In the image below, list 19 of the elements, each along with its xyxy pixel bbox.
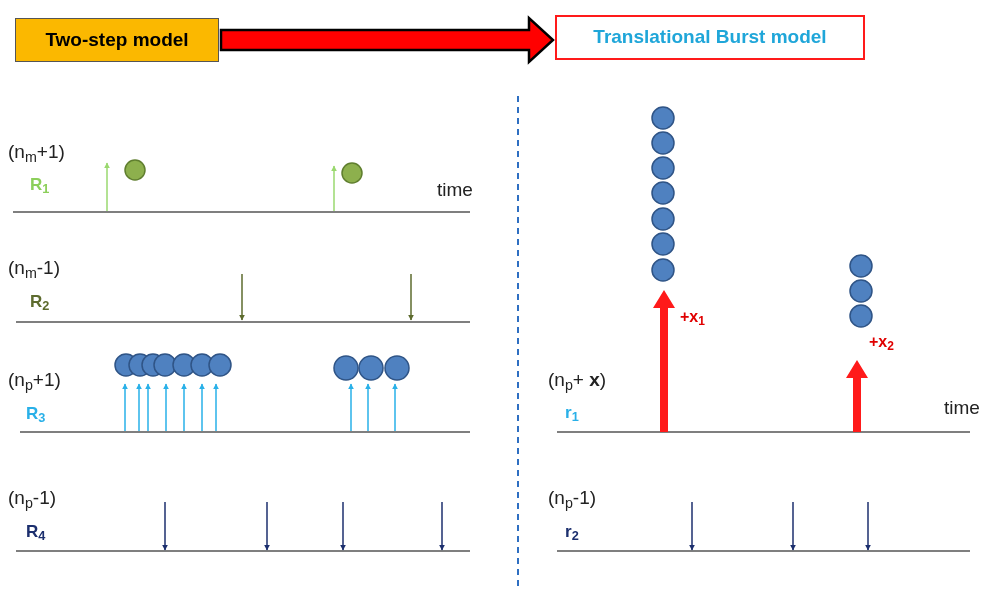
reaction-label: R$_{4}$ — [26, 521, 46, 543]
model-box: Translational Burst model — [555, 15, 865, 60]
state-label: (n$_{p}$-1) — [548, 486, 597, 510]
state-label: (n$_{p}$+1) — [8, 368, 61, 392]
state-label: (n$_{p}$+ x) — [548, 368, 607, 392]
state-label: (n$_{p}$-1) — [8, 486, 57, 510]
reaction-label: r$_{1}$ — [565, 402, 579, 424]
reaction-label: R$_{3}$ — [26, 403, 46, 425]
burst-size-label: +x$_{1}$ — [680, 307, 705, 327]
reaction-label: R$_{2}$ — [30, 291, 50, 313]
burst-size-label: +x$_{2}$ — [869, 332, 894, 352]
reaction-label: R$_{1}$ — [30, 174, 50, 196]
axis-label: time — [437, 178, 473, 202]
reaction-label: r$_{2}$ — [565, 521, 579, 543]
state-label: (n$_{m}$+1) — [8, 140, 65, 164]
arrow — [219, 15, 555, 65]
model-box: Two-step model — [15, 18, 219, 62]
axis-label: time — [944, 396, 980, 420]
state-label: (n$_{m}$-1) — [8, 256, 60, 280]
